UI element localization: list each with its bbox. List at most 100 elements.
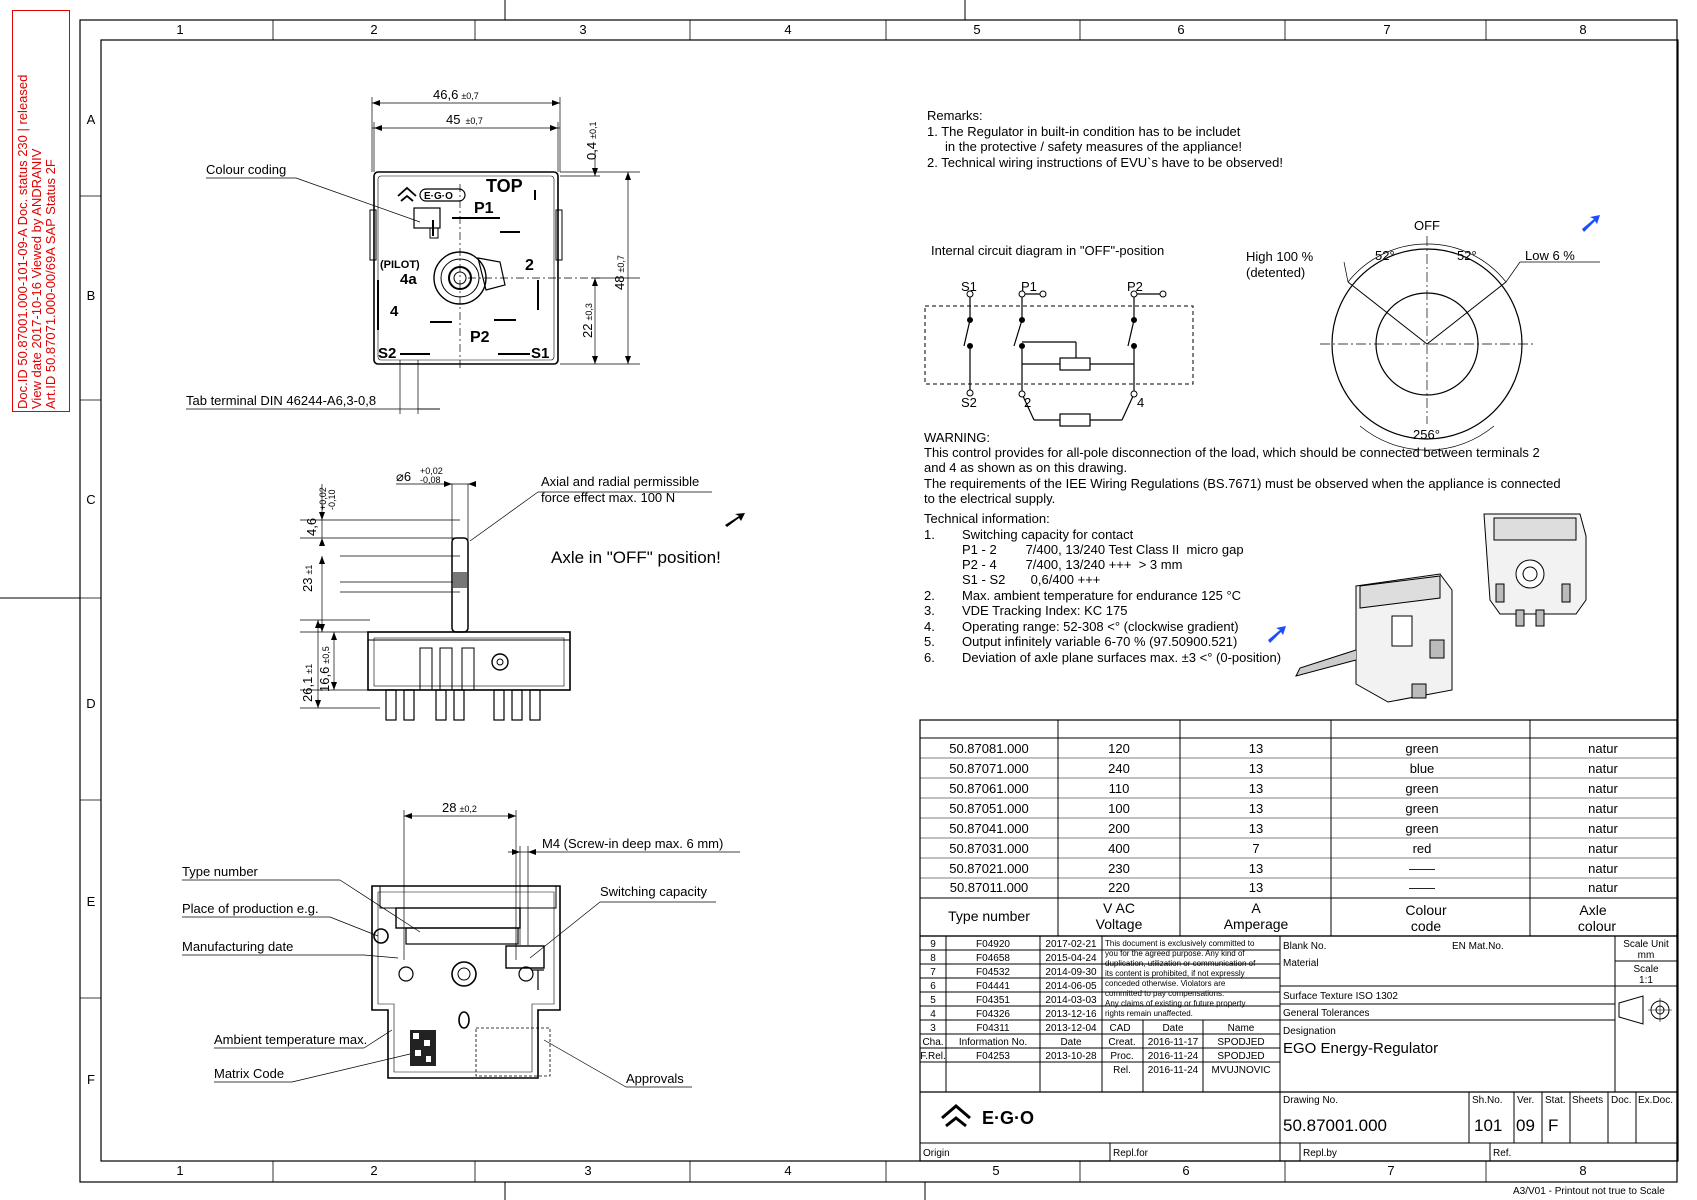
drawing-no: 50.87001.000	[1283, 1116, 1387, 1135]
svg-text:duplication, utilization or co: duplication, utilization or communicatio…	[1105, 959, 1256, 968]
svg-text:2014-06-05: 2014-06-05	[1045, 981, 1097, 992]
dial-low: Low 6 %	[1525, 248, 1575, 263]
svg-text:13: 13	[1249, 861, 1263, 876]
label-approvals: Approvals	[626, 1071, 684, 1086]
svg-text:F.Rel.: F.Rel.	[920, 1051, 946, 1062]
col-label: 7	[1383, 22, 1390, 37]
footer-note: A3/V01 - Printout not true to Scale	[1513, 1186, 1665, 1197]
warning-line: This control provides for all-pole disco…	[924, 445, 1540, 460]
svg-text:2013-12-04: 2013-12-04	[1045, 1023, 1097, 1034]
svg-text:7: 7	[930, 967, 936, 978]
drawing-no-label: Drawing No.	[1283, 1095, 1338, 1106]
variants-header: Type number	[948, 908, 1030, 924]
svg-text:50.87041.000: 50.87041.000	[949, 821, 1029, 836]
svg-text:F04253: F04253	[976, 1051, 1010, 1062]
scale-unit: Scale Unit	[1623, 939, 1669, 950]
svg-text:220: 220	[1108, 880, 1130, 895]
svg-text:you for the agreed purpose. An: you for the agreed purpose. Any kind of	[1105, 949, 1245, 958]
circuit-4: 4	[1137, 395, 1144, 410]
scale: Scale	[1633, 964, 1658, 975]
svg-text:200: 200	[1108, 821, 1130, 836]
tech-text: P2 - 4 7/400, 13/240 +++ > 3 mm	[962, 557, 1182, 572]
dim-text: 45±0,7	[446, 112, 483, 127]
label-switching: Switching capacity	[600, 884, 707, 899]
remarks-line: 1. The Regulator in built-in condition h…	[927, 124, 1241, 139]
dim-text: 4,6	[304, 518, 319, 536]
label-force: Axial and radial permissible	[541, 474, 699, 489]
svg-text:50.87031.000: 50.87031.000	[949, 841, 1029, 856]
svg-text:+0,02: +0,02	[420, 466, 443, 476]
col-label: 2	[370, 22, 377, 37]
svg-text:50.87071.000: 50.87071.000	[949, 761, 1029, 776]
col-label: 3	[584, 1163, 591, 1178]
svg-text:3: 3	[930, 1023, 936, 1034]
svg-text:2013-12-16: 2013-12-16	[1045, 1009, 1097, 1020]
origin: Origin	[923, 1148, 950, 1159]
dial-angle: 52°	[1457, 248, 1477, 263]
svg-text:natur: natur	[1588, 861, 1618, 876]
col-label: 8	[1579, 1163, 1586, 1178]
svg-text:Cha.: Cha.	[922, 1037, 943, 1048]
tech-text: Operating range: 52-308 <° (clockwise gr…	[962, 619, 1239, 634]
scale-value: 1:1	[1639, 975, 1653, 986]
svg-text:50.87081.000: 50.87081.000	[949, 741, 1029, 756]
side-view	[300, 481, 745, 721]
row-label: C	[86, 492, 95, 507]
svg-text:SPODJED: SPODJED	[1217, 1051, 1264, 1062]
label-force: force effect max. 100 N	[541, 490, 675, 505]
tech-num: 5.	[924, 634, 935, 649]
svg-text:F04532: F04532	[976, 967, 1010, 978]
mark-2: 2	[525, 257, 534, 274]
designation: EGO Energy-Regulator	[1283, 1040, 1438, 1057]
warning-line: The requirements of the IEE Wiring Regul…	[924, 476, 1561, 491]
svg-text:+0,02: +0,02	[318, 487, 328, 510]
row-label: F	[87, 1072, 95, 1087]
svg-text:400: 400	[1108, 841, 1130, 856]
variants-header: Amperage	[1224, 916, 1289, 932]
tech-num: 2.	[924, 588, 935, 603]
ego-logo: E·G·O	[982, 1108, 1034, 1128]
circuit-p2: P2	[1127, 279, 1143, 294]
col-label: 2	[370, 1163, 377, 1178]
doc-label: Doc.	[1611, 1095, 1632, 1106]
stat: F	[1548, 1116, 1558, 1135]
svg-text:2015-04-24: 2015-04-24	[1045, 953, 1097, 964]
svg-text:blue: blue	[1410, 761, 1435, 776]
label-m4: M4 (Screw-in deep max. 6 mm)	[542, 836, 723, 851]
svg-text:natur: natur	[1588, 761, 1618, 776]
warning-title: WARNING:	[924, 430, 990, 445]
row-label: E	[87, 894, 96, 909]
svg-text:5: 5	[930, 995, 936, 1006]
exdoc-label: Ex.Doc.	[1638, 1095, 1673, 1106]
front-view	[369, 97, 640, 370]
svg-text:rights remain unaffected.: rights remain unaffected.	[1105, 1009, 1193, 1018]
svg-text:13: 13	[1249, 880, 1263, 895]
svg-text:Proc.: Proc.	[1110, 1051, 1133, 1062]
variants-table	[919, 719, 1678, 937]
col-label: 6	[1182, 1163, 1189, 1178]
mark-s1: S1	[531, 345, 549, 362]
col-label: 3	[579, 22, 586, 37]
svg-text:its content is prohibited, if: its content is prohibited, if not expres…	[1105, 969, 1245, 978]
svg-text:13: 13	[1249, 761, 1263, 776]
legal-notice: This document is exclusively committed t…	[1105, 939, 1256, 1018]
svg-text:Any claims of existing or futu: Any claims of existing or future propert…	[1105, 999, 1246, 1008]
dim-text: 48±0,7	[612, 255, 627, 290]
repl-by: Repl.by	[1303, 1148, 1337, 1159]
label-type-number: Type number	[182, 864, 259, 879]
repl-for: Repl.for	[1113, 1148, 1149, 1159]
svg-text:2013-10-28: 2013-10-28	[1045, 1051, 1097, 1062]
svg-text:Information No.: Information No.	[959, 1037, 1027, 1048]
dim-text: 16,6±0,5	[317, 646, 332, 692]
svg-text:6: 6	[930, 981, 936, 992]
ver: 09	[1516, 1116, 1535, 1135]
col-label: 5	[992, 1163, 999, 1178]
svg-text:2017-02-21: 2017-02-21	[1045, 939, 1097, 950]
tech-num: 6.	[924, 650, 935, 665]
svg-text:50.87051.000: 50.87051.000	[949, 801, 1029, 816]
